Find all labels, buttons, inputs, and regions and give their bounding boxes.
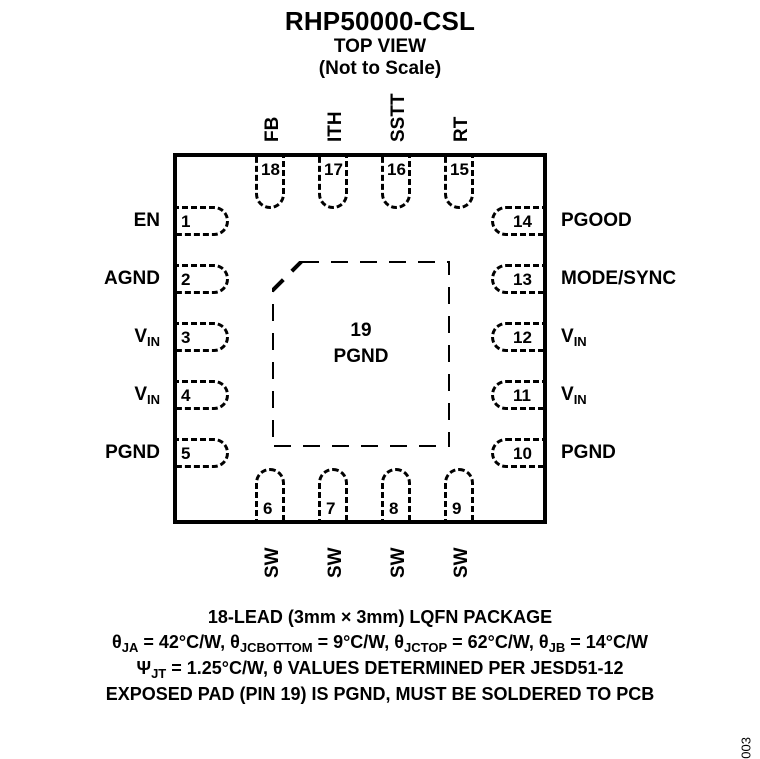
package-body-outline	[173, 153, 547, 524]
exposed-pad-note: EXPOSED PAD (PIN 19) IS PGND, MUST BE SO…	[105, 684, 655, 704]
pin-number-16: 16	[387, 160, 406, 179]
pin-label-en: EN	[20, 211, 160, 231]
pin-number-11: 11	[513, 386, 531, 405]
exposed-pad-name: PGND	[333, 346, 389, 367]
theta-jb-value: = 14°C/W	[565, 632, 648, 652]
pin-pad-7[interactable]	[318, 468, 348, 524]
pin-label-vin-4-sub: IN	[147, 392, 160, 407]
package-lead-description: 18-LEAD (3mm × 3mm) LQFN PACKAGE	[207, 607, 553, 627]
pin-label-pgnd-10: PGND	[561, 443, 616, 463]
pin-label-mode-sync: MODE/SYNC	[561, 269, 676, 289]
pin-label-pgood: PGOOD	[561, 211, 632, 231]
pin-label-agnd: AGND	[20, 269, 160, 289]
theta-ja-subscript: JA	[121, 640, 139, 655]
view-label: TOP VIEW	[333, 36, 427, 57]
pin-pad-5[interactable]	[173, 438, 229, 468]
theta-ja-symbol: θ	[112, 632, 122, 652]
pin-pad-1[interactable]	[173, 206, 229, 236]
figure-id: 003	[739, 737, 754, 759]
pin-label-sw-9: SW	[451, 547, 472, 578]
pin-label-agnd-text: AGND	[104, 268, 160, 289]
pin-number-12: 12	[513, 328, 532, 347]
package-pinout-diagram: 19 PGND 18 FB 17 ITH 16 SSTT 15 RT 1 EN …	[20, 93, 676, 578]
exposed-pad-labels: 19 PGND	[272, 318, 450, 370]
pin-pad-10[interactable]	[491, 438, 547, 468]
pin-label-vin-12: VIN	[561, 326, 587, 350]
pin-label-sw-6: SW	[262, 547, 283, 578]
pin-number-6: 6	[263, 499, 273, 518]
psi-jt-symbol: Ψ	[136, 658, 152, 678]
theta-ja-value: = 42°C/W, θ	[138, 632, 240, 652]
package-description-block: 18-LEAD (3mm × 3mm) LQFN PACKAGE θJA = 4…	[0, 605, 760, 707]
pin-label-rt: RT	[451, 116, 472, 142]
pin-number-17: 17	[324, 160, 343, 179]
pin-pad-9[interactable]	[444, 468, 474, 524]
pin-pad-12[interactable]	[491, 322, 547, 352]
pin-label-sw-7: SW	[325, 547, 346, 578]
psi-jt-subscript: JT	[151, 666, 167, 681]
pin-number-4: 4	[181, 386, 191, 405]
pin-pad-3[interactable]	[173, 322, 229, 352]
pin-number-7: 7	[326, 499, 336, 518]
pin-label-fb: FB	[262, 116, 283, 142]
pin-label-vin-12-sub: IN	[573, 334, 587, 349]
pin-pad-15[interactable]	[444, 153, 474, 209]
pin-number-18: 18	[261, 160, 280, 179]
psi-jt-value: = 1.25°C/W, θ VALUES DETERMINED PER JESD…	[166, 658, 624, 678]
exposed-pad-shape	[272, 261, 450, 447]
pin-pad-4[interactable]	[173, 380, 229, 410]
exposed-pad-outline	[272, 261, 450, 447]
pin-label-vin-4-text: V	[134, 384, 147, 405]
pin-pad-18[interactable]	[255, 153, 285, 209]
pin-pad-13[interactable]	[491, 264, 547, 294]
pin-label-vin-4: VIN	[20, 384, 160, 408]
theta-jctop-subscript: JCTOP	[404, 640, 448, 655]
pin-label-vin-3: VIN	[20, 326, 160, 350]
scale-note: (Not to Scale)	[318, 58, 442, 79]
pin-number-1: 1	[181, 212, 191, 231]
psi-jt-line: ΨJT = 1.25°C/W, θ VALUES DETERMINED PER …	[0, 656, 760, 682]
pin-label-vin-11-text: V	[561, 384, 574, 405]
pin-label-sstt: SSTT	[388, 93, 409, 142]
pin-number-3: 3	[181, 328, 191, 347]
pin-number-13: 13	[513, 270, 532, 289]
theta-jcbottom-subscript: JCBOTTOM	[239, 640, 313, 655]
theta-jb-subscript: JB	[548, 640, 566, 655]
pin-label-en-text: EN	[133, 210, 160, 231]
pin-label-vin-3-sub: IN	[147, 334, 160, 349]
pin-number-2: 2	[181, 270, 191, 289]
pin-pad-14[interactable]	[491, 206, 547, 236]
theta-jcbottom-value: = 9°C/W, θ	[312, 632, 405, 652]
pin-label-vin-11-sub: IN	[573, 392, 587, 407]
pin-pad-8[interactable]	[381, 468, 411, 524]
pin-number-8: 8	[389, 499, 399, 518]
pin-pad-16[interactable]	[381, 153, 411, 209]
pin-label-pgnd-10-text: PGND	[561, 442, 616, 463]
title-block: RHP50000-CSL TOP VIEW (Not to Scale)	[0, 6, 760, 80]
pin-pad-11[interactable]	[491, 380, 547, 410]
pin-label-pgnd-5: PGND	[20, 443, 160, 463]
pin-label-sw-8: SW	[388, 547, 409, 578]
exposed-pad-number: 19	[350, 320, 372, 341]
thermal-resistance-line: θJA = 42°C/W, θJCBOTTOM = 9°C/W, θJCTOP …	[0, 630, 760, 656]
pin-label-vin-12-text: V	[561, 326, 574, 347]
pin-pad-17[interactable]	[318, 153, 348, 209]
pin-number-9: 9	[452, 499, 462, 518]
theta-jctop-value: = 62°C/W, θ	[447, 632, 549, 652]
pin-label-mode-sync-text: MODE/SYNC	[561, 268, 677, 289]
part-number: RHP50000-CSL	[284, 6, 476, 36]
pin-number-5: 5	[181, 444, 191, 463]
pin-pad-2[interactable]	[173, 264, 229, 294]
pin-pad-6[interactable]	[255, 468, 285, 524]
pin-number-14: 14	[513, 212, 532, 231]
pin-label-vin-3-text: V	[134, 326, 147, 347]
pin-number-15: 15	[450, 160, 469, 179]
pin-label-vin-11: VIN	[561, 384, 587, 408]
pin-label-pgood-text: PGOOD	[561, 210, 632, 231]
pin-number-10: 10	[513, 444, 532, 463]
pin-label-ith: ITH	[325, 111, 346, 142]
pin-label-pgnd-5-text: PGND	[105, 442, 160, 463]
